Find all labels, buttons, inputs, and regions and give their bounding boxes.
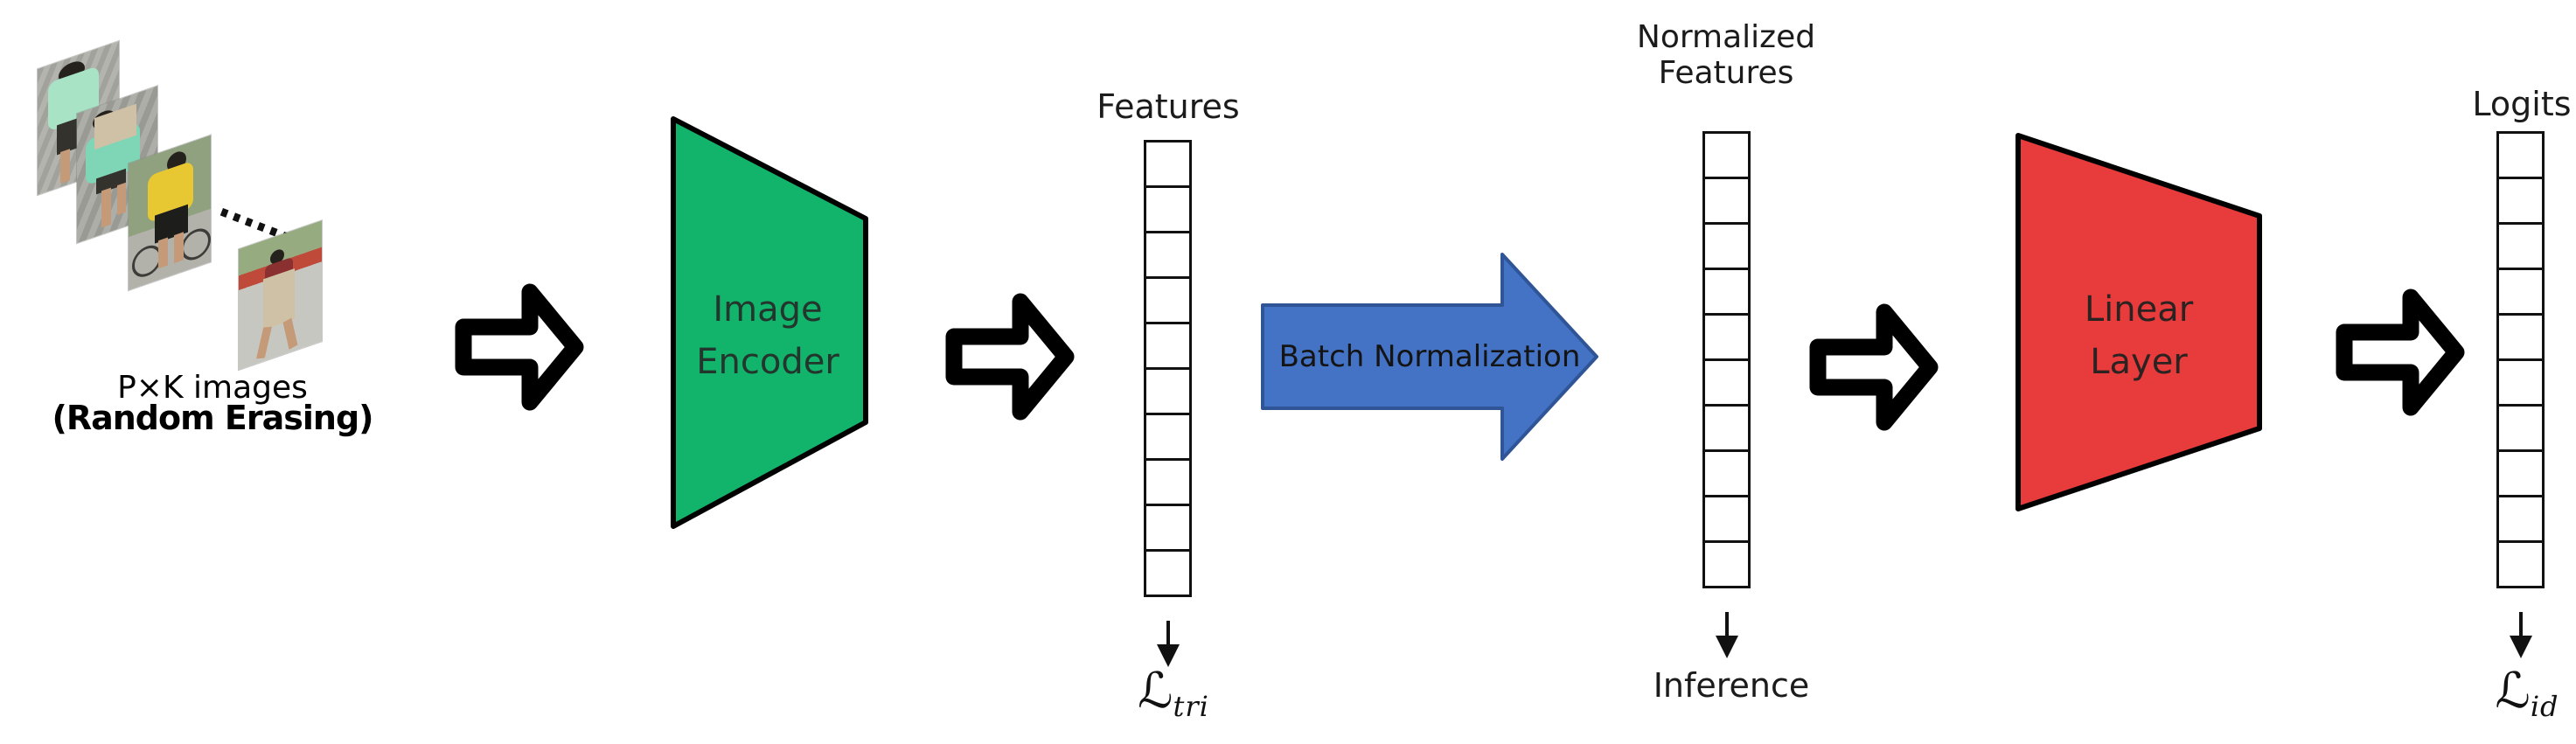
normalized-features-vector <box>1702 131 1751 588</box>
pedestrian-photo-3 <box>129 135 211 290</box>
cell <box>1702 495 1751 543</box>
normalized-features-label: Normalized Features <box>1636 19 1816 91</box>
pedestrian-photo-4-random-erased <box>239 220 322 370</box>
cell <box>1702 313 1751 361</box>
triplet-loss-label: ℒtri <box>1138 663 1209 723</box>
linear-layer-block <box>2016 133 2262 511</box>
flow-arrow-icon <box>1809 303 1939 431</box>
cell <box>2496 495 2545 543</box>
cell <box>2496 313 2545 361</box>
logits-vector <box>2496 131 2545 588</box>
cell <box>2496 222 2545 270</box>
cell <box>2496 268 2545 316</box>
flow-arrow-icon <box>945 293 1075 421</box>
cell <box>219 208 229 218</box>
cell <box>2496 131 2545 179</box>
cell <box>2496 404 2545 452</box>
cell <box>1702 540 1751 588</box>
cell <box>2496 540 2545 588</box>
linear-layer-label: Linear Layer <box>2084 289 2194 382</box>
cell <box>1702 449 1751 497</box>
cell <box>1144 140 1192 188</box>
cell <box>1144 231 1192 279</box>
cell <box>1144 367 1192 415</box>
image-encoder-label: Image Encoder <box>696 289 839 382</box>
image-encoder-block <box>671 116 868 529</box>
cell <box>1702 268 1751 316</box>
cell <box>268 226 278 237</box>
cell <box>1702 131 1751 179</box>
cell <box>1144 413 1192 461</box>
cell <box>1702 177 1751 225</box>
cell <box>1144 504 1192 552</box>
cell <box>1144 185 1192 233</box>
flow-arrow-icon <box>2336 289 2465 416</box>
batch-normalization-label: Batch Normalization <box>1278 339 1581 374</box>
cell <box>1702 222 1751 270</box>
features-vector <box>1144 140 1192 597</box>
cell <box>232 212 241 223</box>
cell <box>256 222 266 233</box>
cell <box>2496 177 2545 225</box>
cell <box>1702 404 1751 452</box>
input-caption: P×K images <box>117 370 308 406</box>
cell <box>1144 322 1192 370</box>
cell <box>1144 549 1192 597</box>
cell <box>1702 358 1751 407</box>
cell <box>1144 458 1192 506</box>
cell <box>1144 276 1192 324</box>
logits-label: Logits <box>2472 85 2572 123</box>
cell <box>244 217 254 227</box>
input-caption-random-erasing: (Random Erasing) <box>52 399 373 437</box>
features-label: Features <box>1097 87 1240 126</box>
batch-normalization-arrow <box>1261 253 1598 461</box>
cell <box>2496 358 2545 407</box>
cell <box>2496 449 2545 497</box>
flow-arrow-icon <box>455 283 584 411</box>
inference-label: Inference <box>1653 666 1810 705</box>
id-loss-label: ℒid <box>2495 663 2559 723</box>
